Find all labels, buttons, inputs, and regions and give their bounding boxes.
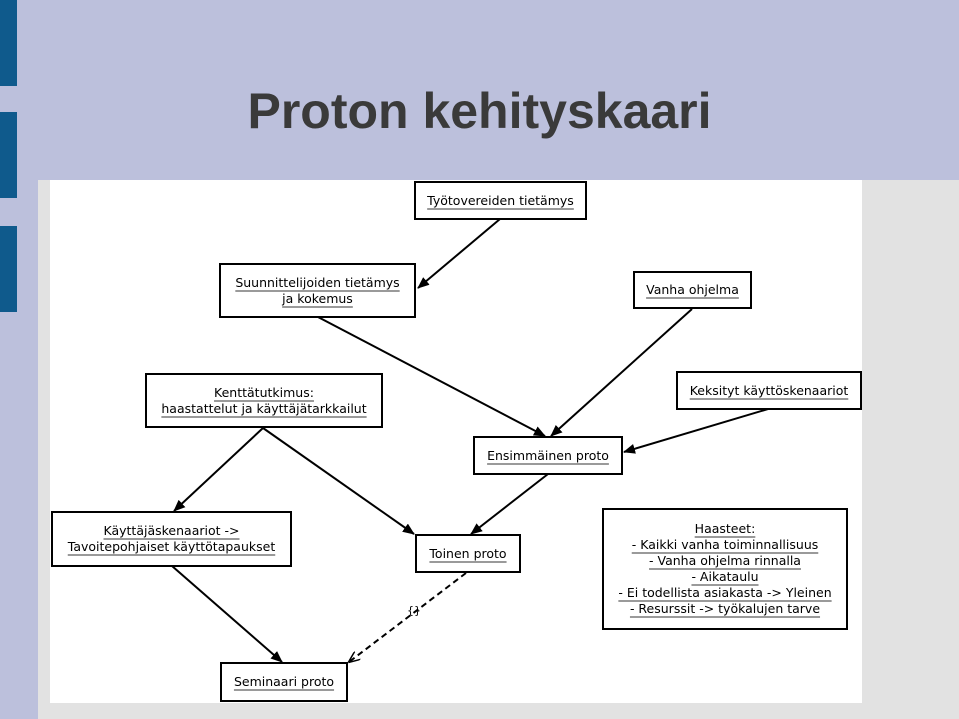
node-label-line: Vanha ohjelma: [646, 282, 739, 297]
node-kenttatutkimus: Kenttätutkimus: haastattelut ja käyttäjä…: [145, 373, 383, 428]
node-label-line: Tavoitepohjaiset käyttötapaukset: [67, 539, 276, 554]
node-label-line: - Aikataulu: [691, 569, 759, 584]
slide-sidebar: [0, 0, 38, 719]
node-label-line: Työtovereiden tietämys: [427, 192, 574, 208]
sidebar-accent-bar: [0, 226, 17, 312]
node-suunnittelijoiden-tietamys: Suunnittelijoiden tietämys ja kokemus: [219, 263, 416, 318]
sidebar-accent-bar: [0, 0, 17, 86]
node-ensimmainen-proto: Ensimmäinen proto: [473, 436, 623, 475]
node-vanha-ohjelma: Vanha ohjelma: [633, 271, 752, 309]
node-label-line: Käyttäjäskenaariot ->: [103, 523, 240, 538]
slide-header: [38, 0, 959, 180]
node-label-line: Toinen proto: [429, 545, 507, 561]
node-haasteet: Haasteet: - Kaikki vanha toiminnallisuus…: [602, 508, 848, 630]
node-keksityt-kayttoskenaariot: Keksityt käyttöskenaariot: [676, 371, 862, 410]
slide-title: Proton kehityskaari: [247, 83, 712, 139]
edge-label: {}: [407, 604, 421, 617]
node-label-line: haastattelut ja käyttäjätarkkailut: [161, 400, 367, 416]
node-label-line: Keksityt käyttöskenaariot: [689, 382, 849, 398]
node-label-line: - Resurssit -> työkalujen tarve: [629, 601, 821, 616]
node-kayttajaskenaariot: Käyttäjäskenaariot -> Tavoitepohjaiset k…: [51, 511, 292, 567]
node-toinen-proto: Toinen proto: [415, 534, 521, 573]
node-label-line: Ensimmäinen proto: [487, 447, 609, 463]
node-seminaari-proto: Seminaari proto: [220, 662, 348, 702]
node-label-line: - Kaikki vanha toiminnallisuus: [631, 537, 819, 552]
sidebar-accent-bar: [0, 112, 17, 198]
node-label-line: Suunnittelijoiden tietämys: [235, 274, 400, 290]
node-label-line: Kenttätutkimus:: [214, 384, 314, 400]
node-label-line: - Ei todellista asiakasta -> Yleinen: [618, 585, 832, 600]
node-label-line: Haasteet:: [694, 521, 756, 536]
node-tyotovereiden-tietamys: Työtovereiden tietämys: [414, 181, 587, 220]
node-label-line: Seminaari proto: [233, 674, 335, 689]
node-label-line: - Vanha ohjelma rinnalla: [649, 553, 801, 568]
node-label-line: ja kokemus: [282, 290, 353, 306]
